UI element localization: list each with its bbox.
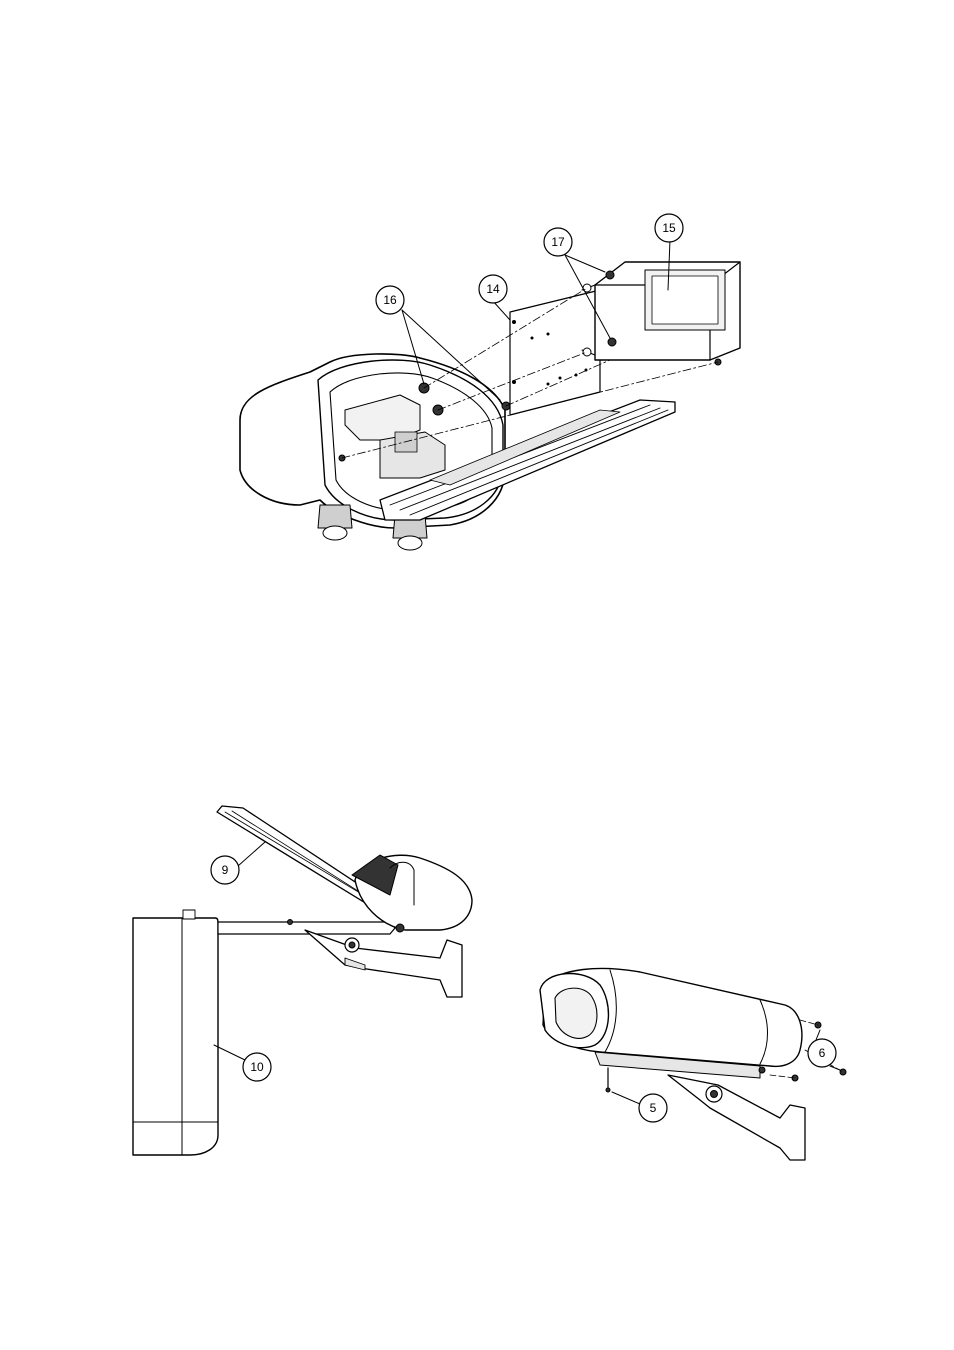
callout-17: 17 [543, 227, 573, 257]
leader-10 [213, 1044, 246, 1061]
lid-arm [217, 921, 396, 935]
arm-screw [287, 919, 293, 925]
top-figure: 16 14 17 15 [239, 213, 741, 551]
bottom-right-figure: 5 6 [539, 967, 847, 1161]
screw-6b [839, 1068, 847, 1076]
mounting-plate-14 [509, 289, 601, 416]
callout-10: 10 [242, 1052, 272, 1082]
leader-6b [829, 1065, 841, 1071]
bracket-pivot-center [348, 941, 356, 949]
callout-5: 5 [638, 1093, 668, 1123]
housing-seam-front [604, 969, 617, 1053]
callout-14: 14 [478, 274, 508, 304]
screw-6d [758, 1066, 766, 1074]
screw-5-head [605, 1087, 611, 1093]
leader-9 [237, 841, 266, 867]
leader-5 [611, 1091, 641, 1105]
camera-ring [389, 861, 415, 906]
callout-15: 15 [654, 213, 684, 243]
bracket-right-pivot-center [710, 1090, 718, 1098]
svg-text:6: 6 [819, 1046, 826, 1060]
svg-text:16: 16 [383, 293, 397, 307]
wall-unit-10 [132, 917, 219, 1156]
wall-unit-tab [182, 909, 196, 920]
bottom-left-figure: 9 10 [132, 805, 473, 1156]
callout-16: 16 [375, 285, 405, 315]
hinge-screw [395, 923, 405, 933]
svg-text:10: 10 [250, 1060, 264, 1074]
svg-text:14: 14 [486, 282, 500, 296]
rail-line-b [399, 407, 661, 511]
rail-slot [429, 409, 621, 486]
bracket-foot [344, 957, 366, 971]
svg-text:5: 5 [650, 1101, 657, 1115]
wall-bracket [304, 929, 463, 998]
cable-gland-left [317, 504, 353, 541]
assembly-lines [341, 287, 719, 459]
svg-text:17: 17 [551, 235, 565, 249]
callout-6: 6 [807, 1038, 837, 1068]
rail-line-c [409, 409, 669, 516]
front-window [554, 987, 598, 1039]
housing-seam-rear [759, 999, 768, 1065]
power-supply-box-15 [581, 261, 741, 366]
callout-9: 9 [210, 855, 240, 885]
svg-text:9: 9 [222, 863, 229, 877]
underside-rail [594, 1051, 761, 1079]
svg-text:15: 15 [662, 221, 676, 235]
bracket-right [667, 1074, 806, 1161]
camera-back-module [351, 854, 399, 896]
